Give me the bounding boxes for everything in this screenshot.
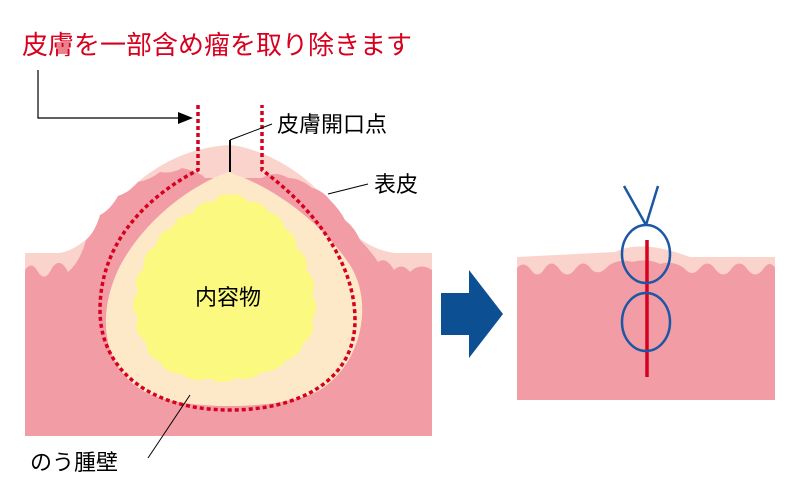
skin-opening-leader (229, 123, 273, 141)
skin-opening-label: 皮膚開口点 (277, 113, 387, 138)
right-panel (517, 185, 775, 400)
suture-loop-lower (620, 291, 672, 353)
process-arrow (441, 270, 503, 358)
removal-arrow-head (178, 112, 193, 124)
removal-arrow-line (37, 70, 180, 119)
epidermis-leader (327, 183, 369, 195)
epidermis-label: 表皮 (374, 173, 418, 198)
cyst-wall-leader (147, 394, 191, 459)
removal-note-label: 皮膚を一部含め瘤を取り除きます (22, 31, 412, 61)
left-panel (25, 70, 432, 459)
excision-dotted-line (98, 105, 357, 412)
suture-tail-left (622, 185, 648, 226)
suture-tail-right (644, 185, 660, 226)
cyst-wall-label: のう腫壁 (30, 451, 118, 476)
cyst-contents (133, 194, 316, 382)
contents-label: 内容物 (195, 286, 261, 311)
